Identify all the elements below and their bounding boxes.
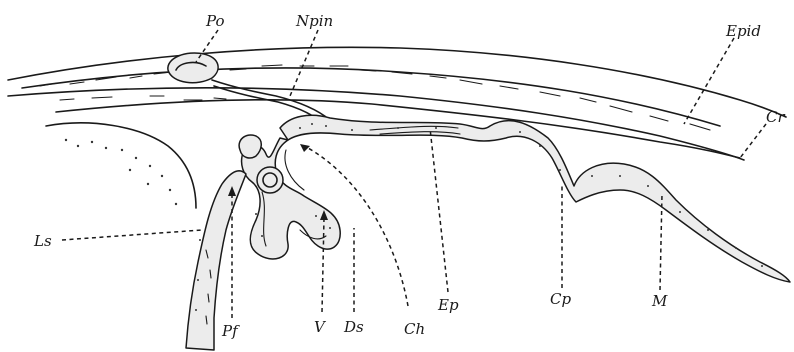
label-po: Po <box>205 12 225 30</box>
label-pf: Pf <box>221 322 240 340</box>
labels: Po Npin Epid Cr Ls Pf V Ds Ch Ep Cp M <box>33 12 785 340</box>
hemisphere-outline <box>46 123 196 208</box>
leader-cr <box>740 124 766 158</box>
label-cp: Cp <box>550 290 571 308</box>
leader-ls <box>62 230 202 240</box>
label-ls: Ls <box>33 232 52 250</box>
label-ep: Ep <box>437 296 459 314</box>
brain-roof <box>280 115 790 282</box>
arrow-ds <box>300 144 310 152</box>
leader-m <box>660 194 662 290</box>
leader-ep <box>430 128 448 292</box>
label-m: M <box>651 292 668 310</box>
label-v: V <box>314 318 327 336</box>
label-ch: Ch <box>404 320 425 338</box>
label-epid: Epid <box>725 22 761 40</box>
pineal-organ <box>168 53 218 83</box>
stipple-dots <box>65 123 763 311</box>
label-cr: Cr <box>766 108 785 126</box>
label-npin: Npin <box>295 12 333 30</box>
label-ds: Ds <box>343 318 364 336</box>
leader-npin <box>290 30 318 96</box>
leader-epid <box>684 38 734 124</box>
dorsal-sac-folds <box>239 135 340 259</box>
